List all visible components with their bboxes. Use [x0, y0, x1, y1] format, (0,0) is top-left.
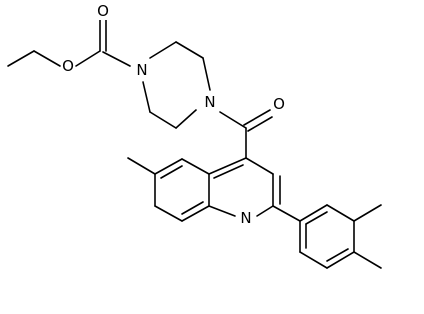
bond [353, 251, 382, 269]
bond [175, 109, 197, 129]
bond [7, 50, 35, 67]
bond [208, 205, 236, 217]
bond [299, 251, 328, 269]
atom-label-nitrogen: N [136, 61, 147, 79]
atom-label-bg [96, 4, 110, 20]
bond-group [7, 19, 382, 269]
bond [154, 205, 183, 222]
bond [326, 251, 355, 269]
bond [256, 205, 274, 217]
bond [202, 57, 211, 91]
bond [102, 51, 131, 67]
bond [149, 111, 177, 129]
bond [149, 41, 177, 59]
bond [181, 158, 210, 175]
atom-label-nitrogen: N [240, 209, 251, 227]
bond [353, 204, 382, 222]
bond [127, 157, 156, 175]
bond [160, 165, 183, 179]
atom-label-oxygen: O [97, 2, 109, 20]
bond [245, 157, 274, 175]
atom-label-oxygen: O [273, 95, 285, 113]
atom-labels: O O N N O N [61, 2, 286, 227]
bond [326, 248, 349, 262]
bond [33, 50, 61, 67]
bond [326, 204, 355, 222]
bond [208, 157, 247, 175]
atom-label-bg [135, 62, 149, 78]
atom-label-bg [203, 94, 217, 110]
atom-label-bg [239, 210, 253, 226]
bond [75, 50, 101, 67]
bond [299, 204, 328, 222]
bond [305, 211, 328, 225]
bond [154, 158, 183, 175]
bond [243, 109, 271, 126]
bond [213, 164, 244, 179]
atom-label-bg [61, 58, 75, 74]
bond [272, 205, 301, 222]
atom-label-nitrogen: N [204, 93, 215, 111]
atom-label-oxygen: O [62, 57, 74, 75]
atom-label-bg [272, 96, 286, 112]
bond [247, 116, 273, 132]
bond [142, 81, 151, 113]
bond [175, 41, 204, 59]
bond [219, 111, 247, 129]
bond [181, 201, 204, 215]
bond [181, 205, 210, 222]
